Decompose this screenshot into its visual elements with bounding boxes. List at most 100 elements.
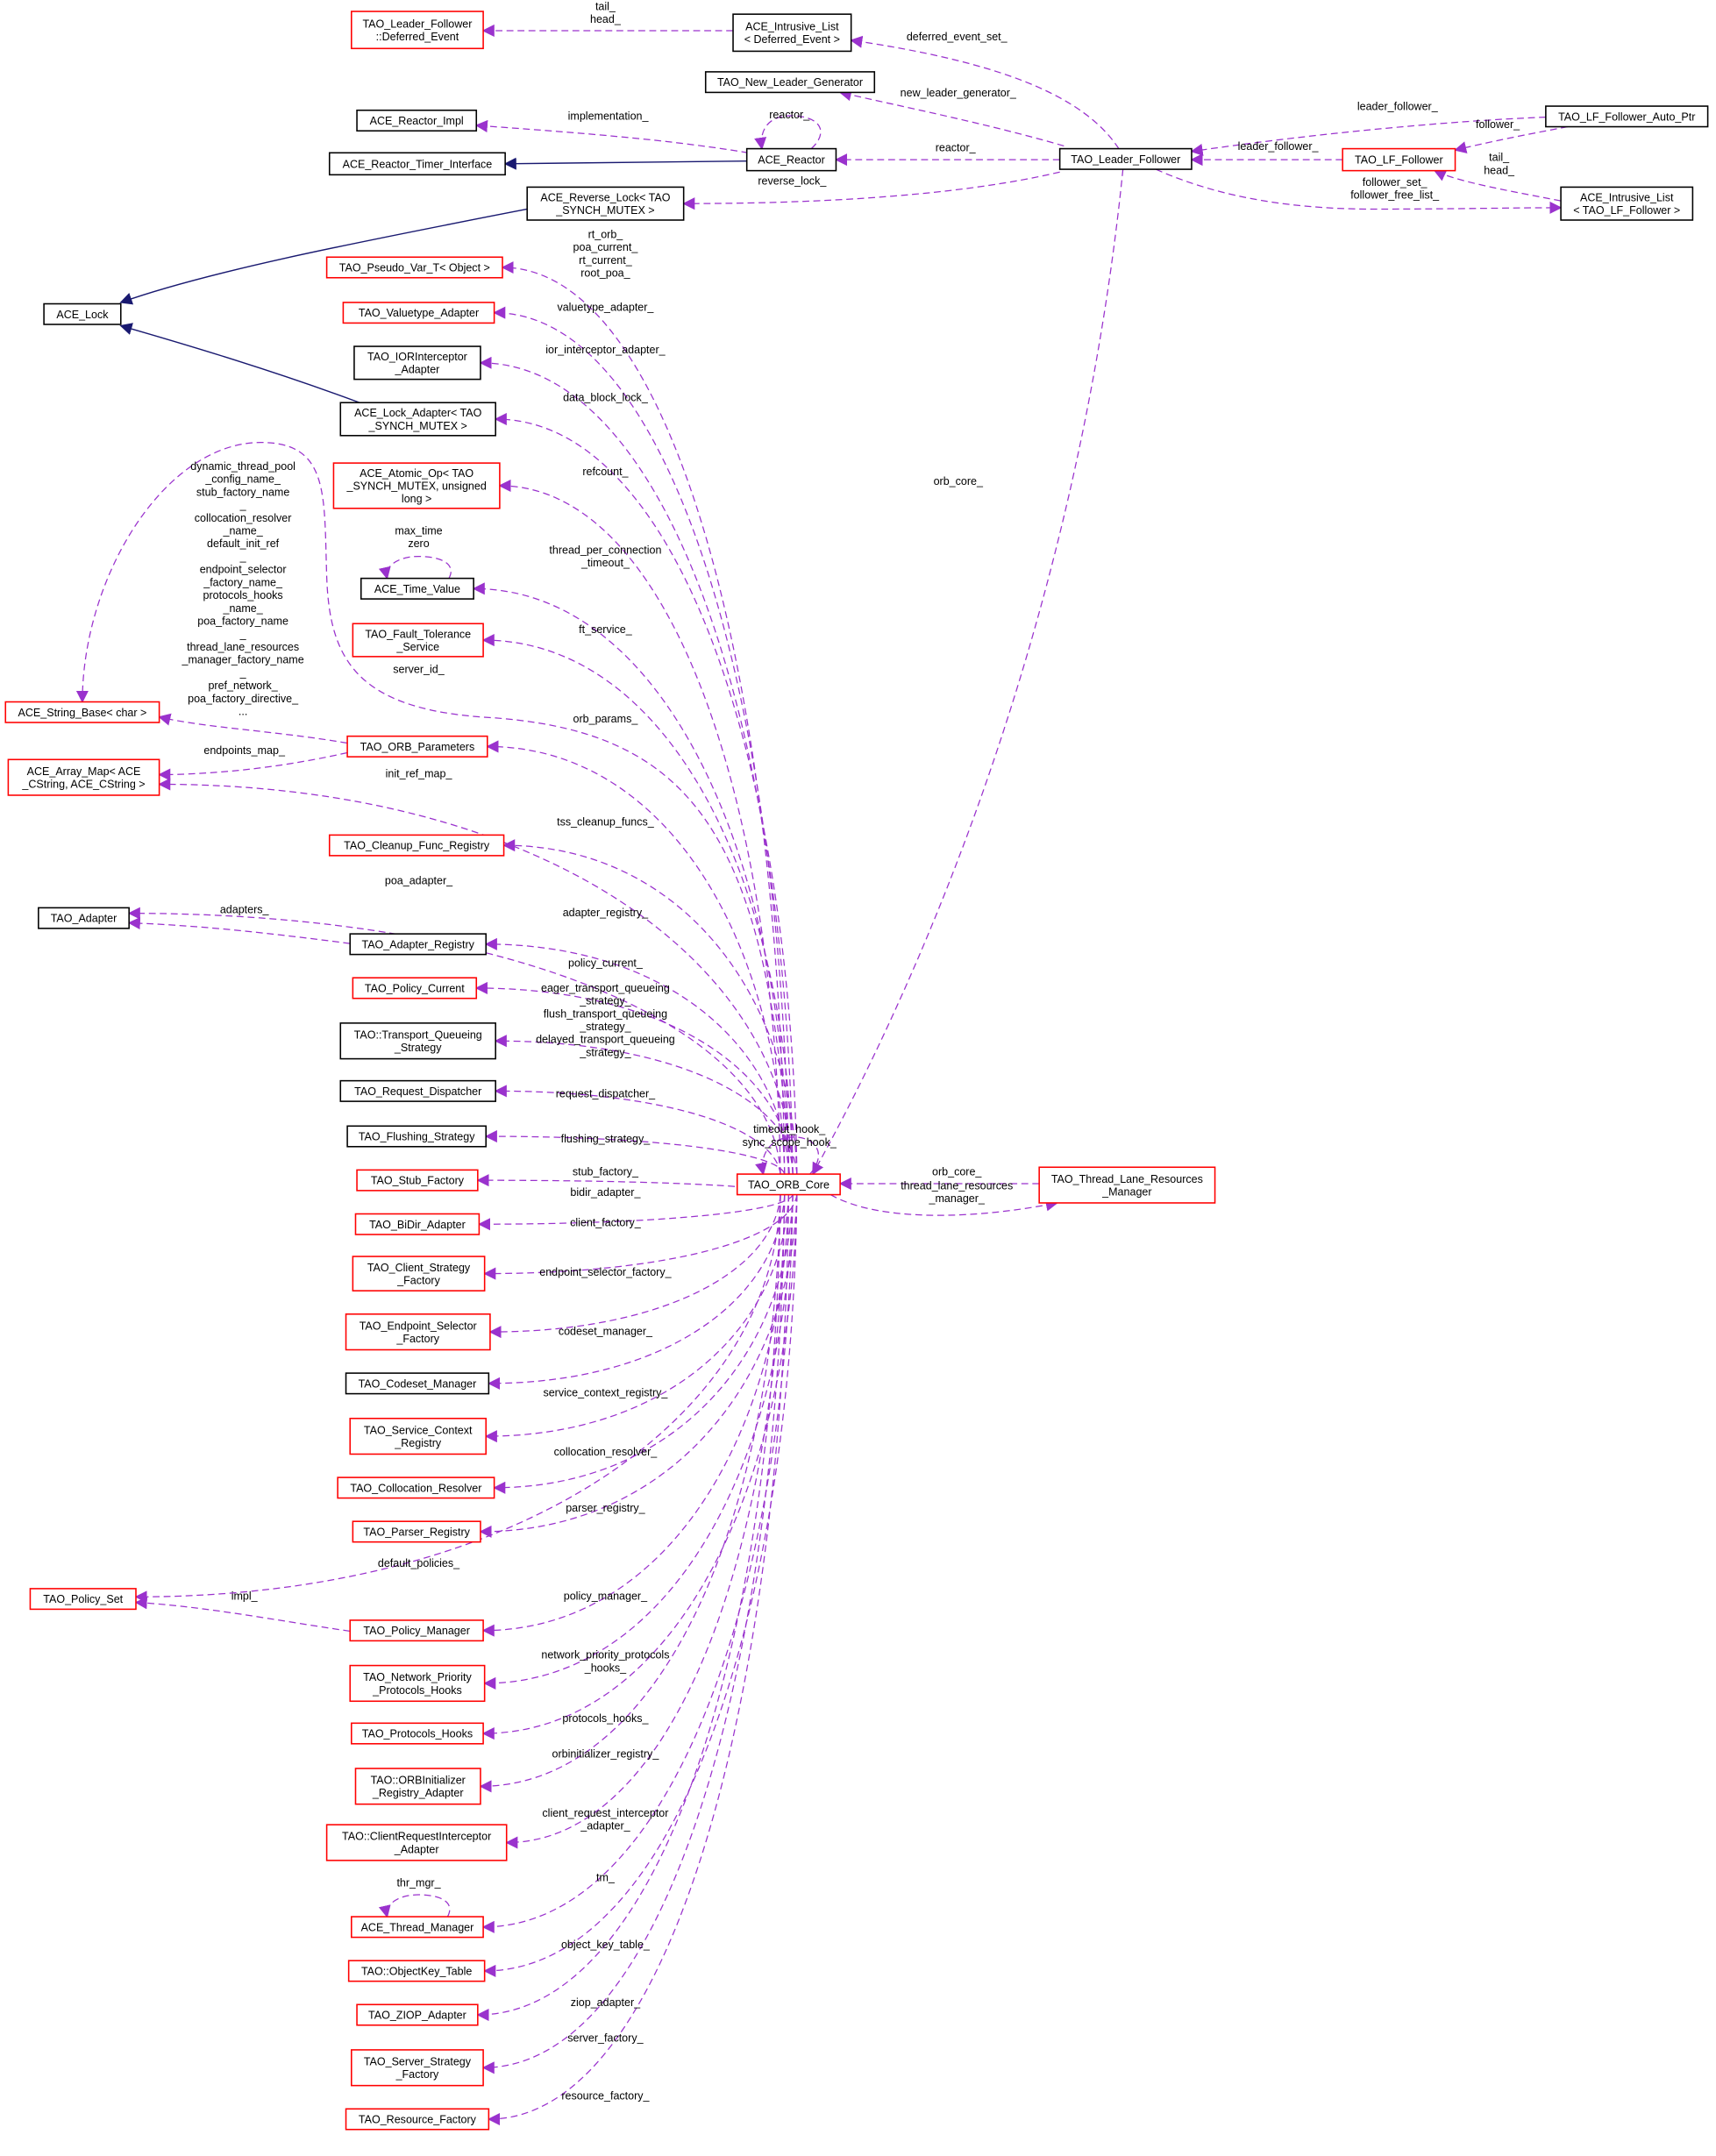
- class-node[interactable]: TAO::ORBInitializer_Registry_Adapter: [354, 1768, 481, 1805]
- class-node-box: [328, 152, 506, 176]
- inheritance-edge: [119, 208, 528, 305]
- class-node[interactable]: ACE_Reactor_Timer_Interface: [328, 152, 506, 176]
- edge-label: _: [239, 551, 247, 563]
- edge-label: _: [239, 628, 247, 640]
- class-node-box: [328, 834, 505, 857]
- class-node[interactable]: TAO_Policy_Set: [29, 1588, 137, 1611]
- class-node-label: TAO_LF_Follower: [1355, 154, 1443, 167]
- usage-edge: [378, 1894, 451, 1918]
- edge-label: follower_: [1476, 118, 1520, 131]
- class-node-label: _SYNCH_MUTEX, unsigned: [346, 480, 487, 492]
- class-node-box: [356, 1169, 479, 1192]
- class-node-label: TAO_ZIOP_Adapter: [368, 2010, 466, 2022]
- class-node[interactable]: TAO_Parser_Registry: [352, 1520, 481, 1543]
- class-node-label: _Adapter: [394, 1843, 439, 1855]
- class-node-label: ACE_Reactor_Impl: [370, 115, 464, 127]
- edge-label: eager_transport_queueing: [541, 982, 670, 994]
- class-node-box: [337, 1476, 495, 1499]
- class-node[interactable]: ACE_Time_Value: [360, 577, 474, 600]
- class-node-box: [1560, 186, 1694, 221]
- class-node[interactable]: TAO::ClientRequestInterceptor_Adapter: [325, 1824, 508, 1861]
- class-node[interactable]: TAO_Leader_Follower::Deferred_Event: [351, 11, 484, 50]
- usage-edge: [755, 1136, 820, 1176]
- class-node[interactable]: TAO_Client_Strategy_Factory: [352, 1256, 486, 1291]
- class-node[interactable]: ACE_Thread_Manager: [351, 1916, 484, 1939]
- edge-label: client_factory_: [570, 1217, 642, 1229]
- class-node[interactable]: TAO_Request_Dispatcher: [339, 1079, 496, 1102]
- class-node[interactable]: TAO_Policy_Manager: [349, 1619, 484, 1642]
- edge-label: tail_: [1489, 152, 1510, 164]
- class-node-box: [356, 2003, 479, 2026]
- class-node-label: TAO_Server_Strategy: [364, 2055, 472, 2067]
- class-node[interactable]: TAO_Resource_Factory: [345, 2108, 490, 2131]
- class-node[interactable]: ACE_Reactor_Impl: [356, 109, 478, 132]
- class-node[interactable]: TAO_Fault_Tolerance_Service: [352, 623, 484, 658]
- class-node-label: TAO::ObjectKey_Table: [361, 1965, 472, 1977]
- class-node[interactable]: TAO_Flushing_Strategy: [346, 1125, 488, 1148]
- class-node[interactable]: TAO::ObjectKey_Table: [347, 1960, 486, 1982]
- class-node-box: [352, 1520, 481, 1543]
- class-node[interactable]: TAO_Protocols_Hooks: [351, 1722, 484, 1745]
- usage-edge: [479, 356, 794, 1175]
- edge-label: tss_cleanup_funcs_: [557, 815, 655, 828]
- class-node[interactable]: TAO_LF_Follower_Auto_Ptr: [1545, 105, 1709, 128]
- class-node[interactable]: TAO_LF_Follower: [1342, 147, 1456, 172]
- class-node[interactable]: ACE_Lock: [43, 302, 122, 325]
- class-node[interactable]: TAO_Endpoint_Selector_Factory: [345, 1313, 491, 1351]
- edge-label: leader_follower_: [1238, 140, 1320, 153]
- class-node-label: ACE_Lock_Adapter< TAO: [354, 407, 482, 419]
- inheritance-edge: [119, 323, 360, 403]
- class-node-box: [351, 11, 484, 50]
- class-node-label: ACE_Lock: [56, 309, 109, 321]
- class-node[interactable]: TAO_Leader_Follower: [1058, 147, 1193, 170]
- class-node[interactable]: TAO_Adapter: [38, 907, 130, 929]
- class-node[interactable]: ACE_Array_Map< ACE_CString, ACE_CString …: [7, 758, 160, 796]
- class-node[interactable]: TAO_ORB_Core: [736, 1173, 841, 1196]
- class-node-label: ACE_Reactor_Timer_Interface: [343, 158, 493, 170]
- edge-label: flush_transport_queueing: [544, 1007, 667, 1020]
- usage-edge: [481, 1194, 790, 1637]
- class-node[interactable]: TAO_Server_Strategy_Factory: [351, 2049, 484, 2087]
- class-node[interactable]: TAO_Stub_Factory: [356, 1169, 479, 1192]
- class-node[interactable]: TAO_Pseudo_Var_T< Object >: [325, 256, 503, 279]
- class-node[interactable]: ACE_Atomic_Op< TAO_SYNCH_MUTEX, unsigned…: [332, 462, 501, 509]
- edge-label: endpoints_map_: [203, 744, 286, 757]
- class-node[interactable]: TAO_Service_Context_Registry: [349, 1417, 488, 1455]
- edge-label: ziop_adapter_: [571, 1996, 641, 2009]
- class-node[interactable]: ACE_Intrusive_List< TAO_LF_Follower >: [1560, 186, 1694, 221]
- edge-label: service_context_registry_: [543, 1387, 668, 1399]
- class-node[interactable]: TAO_BiDir_Adapter: [354, 1213, 481, 1235]
- class-node[interactable]: TAO_Valuetype_Adapter: [342, 302, 495, 324]
- class-node[interactable]: TAO_Cleanup_Func_Registry: [328, 834, 505, 857]
- class-node[interactable]: ACE_Intrusive_List< Deferred_Event >: [732, 13, 852, 53]
- class-node[interactable]: TAO_Codeset_Manager: [345, 1372, 490, 1395]
- class-node[interactable]: TAO_Network_Priority_Protocols_Hooks: [349, 1664, 486, 1703]
- class-node[interactable]: TAO_ORB_Parameters: [346, 735, 488, 758]
- class-node[interactable]: TAO_IORInterceptor_Adapter: [353, 345, 481, 381]
- class-node[interactable]: TAO_ZIOP_Adapter: [356, 2003, 479, 2026]
- edge-label: poa_current_: [573, 241, 639, 253]
- class-node[interactable]: TAO_Thread_Lane_Resources_Manager: [1038, 1166, 1216, 1204]
- usage-edge: [476, 1174, 789, 1196]
- class-node-label: ACE_Array_Map< ACE: [27, 765, 141, 778]
- class-node-box: [38, 907, 130, 929]
- class-node[interactable]: TAO_New_Leader_Generator: [704, 71, 876, 94]
- class-node[interactable]: ACE_Reactor: [745, 147, 837, 172]
- usage-edge: [487, 1194, 790, 2126]
- class-node[interactable]: ACE_Reverse_Lock< TAO_SYNCH_MUTEX >: [526, 186, 685, 221]
- class-node[interactable]: TAO_Policy_Current: [352, 977, 478, 1000]
- usage-edge: [850, 35, 1120, 149]
- class-node-label: TAO_Policy_Set: [43, 1593, 123, 1605]
- class-node-box: [349, 933, 488, 956]
- edge-label: stub_factory_name: [196, 486, 289, 498]
- class-node[interactable]: TAO::Transport_Queueing_Strategy: [339, 1022, 496, 1060]
- class-node-label: TAO_Adapter: [51, 913, 117, 925]
- class-node[interactable]: TAO_Collocation_Resolver: [337, 1476, 495, 1499]
- class-node-label: TAO_BiDir_Adapter: [369, 1219, 466, 1231]
- edge-label: follower_set_: [1363, 176, 1428, 189]
- class-node[interactable]: TAO_Adapter_Registry: [349, 933, 488, 956]
- edge-label: head_: [590, 13, 622, 25]
- class-node-label: TAO_Valuetype_Adapter: [359, 307, 479, 319]
- class-node[interactable]: ACE_Lock_Adapter< TAO_SYNCH_MUTEX >: [339, 402, 496, 437]
- class-node[interactable]: ACE_String_Base< char >: [4, 701, 160, 723]
